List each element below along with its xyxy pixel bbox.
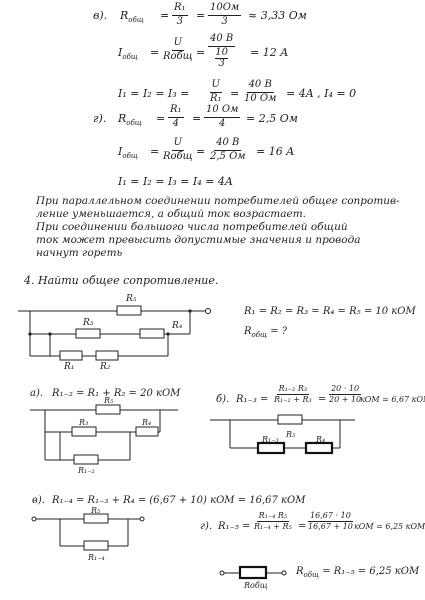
step-g-lhs: R₁₋₅ = — [218, 521, 251, 532]
label-r13: R₁₋₃ — [262, 435, 279, 444]
equals-sign: = — [196, 9, 206, 22]
label-r5: R₅ — [286, 430, 296, 439]
resistor-r5 — [83, 513, 109, 524]
step-g-label: г). — [200, 521, 213, 532]
equals-sign: = — [160, 9, 170, 22]
resistor-r3 — [71, 426, 97, 437]
final-answer: Rобщ = R₁₋₅ = 6,25 кОМ — [296, 566, 420, 579]
equals-sign: = — [150, 46, 160, 59]
equals-sign: = — [196, 145, 206, 158]
label-r2: R₂ — [100, 362, 111, 372]
i-total-result: = 16 A — [256, 145, 295, 158]
step-b-label: б). — [216, 394, 230, 405]
currents-equal: I₁ = I₂ = I₃ = — [118, 87, 190, 100]
circuit-step-a — [30, 404, 178, 465]
circuit-main — [18, 305, 211, 361]
label-r3: R₃ — [83, 318, 94, 328]
r-total-symbol: Rобщ — [120, 9, 144, 25]
circuit-step-b — [210, 414, 355, 455]
i-total-symbol: Iобщ — [118, 145, 138, 161]
step-a-label: а). — [30, 388, 44, 399]
resistor-r5 — [277, 414, 303, 425]
step-b-result: кОМ = 6,67 кОМ — [360, 395, 425, 404]
equals-sign: = — [196, 46, 206, 59]
resistor-r5 — [116, 305, 142, 316]
label-r12: R₁₋₂ — [78, 466, 95, 475]
resistor-r3 — [75, 328, 101, 339]
label-r5: R₅ — [104, 396, 114, 405]
task-4-heading: 4. Найти общее сопротивление. — [24, 274, 219, 287]
given-values: R₁ = R₂ = R₃ = R₄ = R₅ = 10 кОМ — [244, 306, 416, 317]
circuit-step-g — [219, 565, 287, 580]
label-r1: R₁ — [64, 362, 75, 372]
resistor-r13 — [256, 441, 286, 455]
equals-sign: = — [230, 87, 240, 100]
label-r4: R₄ — [172, 321, 183, 331]
r-total-symbol: Rобщ — [118, 112, 142, 128]
resistor-r14 — [83, 540, 109, 551]
i-total-result: = 12 A — [250, 46, 289, 59]
r-total-result: ≈ 3,33 Ом — [248, 9, 307, 22]
part-g-label: г). — [93, 112, 107, 125]
part-b-label: в). — [93, 9, 108, 22]
step-v-formula: R₁₋₄ = R₁₋₃ + R₄ = (6,67 + 10) кОМ = 16,… — [52, 495, 306, 506]
equals-sign: = — [298, 521, 307, 532]
step-b-lhs: R₁₋₃ = — [236, 394, 269, 405]
label-r-total: Rобщ — [244, 581, 268, 590]
label-r14: R₁₋₄ — [88, 553, 105, 562]
resistor-r5 — [95, 404, 121, 415]
resistor-r1 — [59, 350, 83, 361]
conclusion-line-2: ление уменьшается, а общий ток возрастае… — [36, 208, 306, 220]
step-v-label: в). — [32, 495, 45, 506]
equals-sign: = — [150, 145, 160, 158]
resistor-r12 — [73, 454, 99, 465]
circuit-step-v — [31, 513, 145, 551]
conclusion-line-3: При соединении большого числа потребител… — [36, 221, 348, 233]
resistor-r4 — [304, 441, 334, 455]
equals-sign: = — [192, 112, 202, 125]
conclusion-line-4: ток может превысить допустимые значения … — [36, 234, 361, 246]
step-a-formula: R₁₋₂ = R₁ + R₂ = 20 кОМ — [52, 388, 181, 399]
label-r4: R₄ — [142, 418, 152, 427]
conclusion-line-1: При параллельном соединении потребителей… — [36, 195, 400, 207]
label-r4: R₄ — [316, 435, 326, 444]
label-r3: R₃ — [79, 418, 89, 427]
r-total-result: = 2,5 Ом — [246, 112, 298, 125]
label-r5: R₅ — [126, 294, 137, 304]
currents-equal: I₁ = I₂ = I₃ = I₄ = 4A — [118, 175, 233, 188]
resistor-r4 — [135, 426, 159, 437]
equals-sign: = — [318, 394, 327, 405]
resistor-r4 — [139, 328, 165, 339]
conclusion-line-5: начнут гореть — [36, 247, 123, 259]
label-r5: R₅ — [91, 506, 101, 515]
step-g-result: кОМ = 6,25 кОМ — [354, 522, 425, 531]
resistor-r2 — [95, 350, 119, 361]
resistor-r-total — [238, 565, 268, 580]
currents-result: = 4A , I₄ = 0 — [286, 87, 357, 100]
unknown-total: Rобщ = ? — [244, 326, 288, 339]
i-total-symbol: Iобщ — [118, 46, 138, 62]
equals-sign: = — [156, 112, 166, 125]
